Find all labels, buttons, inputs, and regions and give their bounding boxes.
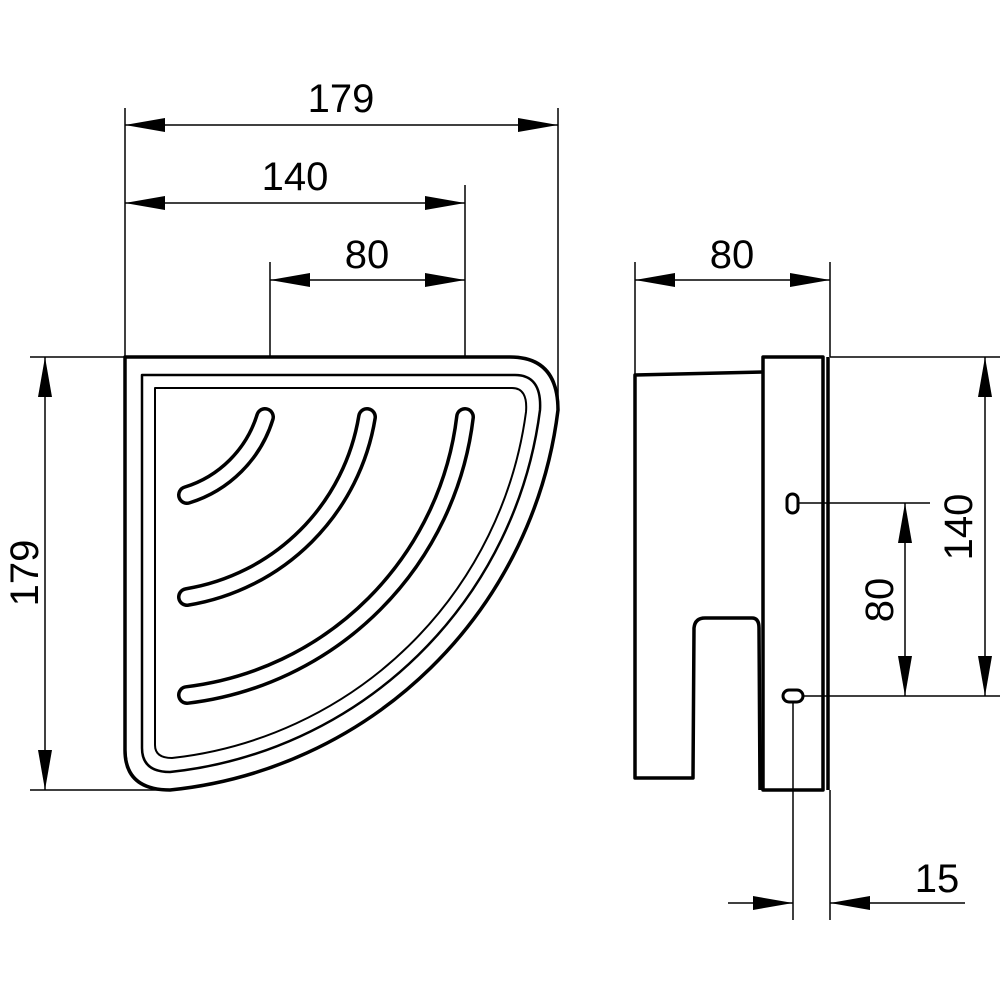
dim-label-15-offset: 15: [915, 857, 960, 901]
shelf-outline: [123, 355, 560, 792]
drain-slots: [177, 407, 475, 705]
dim-label-80-depth: 80: [710, 233, 755, 277]
shelf-inner-rim-2: [154, 387, 528, 759]
dim-label-179-width: 179: [308, 77, 375, 121]
dim-label-80-width: 80: [345, 233, 390, 277]
side-view: 80 80 140 15: [633, 233, 1000, 920]
front-view: 179 140 80 179: [3, 77, 560, 792]
mounting-hole-upper: [785, 492, 800, 515]
dim-label-140-plate: 140: [937, 494, 981, 561]
dim-label-80-holes: 80: [858, 578, 902, 623]
shelf-inner-rim: [140, 373, 542, 774]
mounting-hole-lower: [781, 688, 805, 704]
dim-label-140-width: 140: [262, 155, 329, 199]
dim-label-179-height: 179: [3, 540, 47, 607]
shelf-body-side: [633, 370, 764, 791]
